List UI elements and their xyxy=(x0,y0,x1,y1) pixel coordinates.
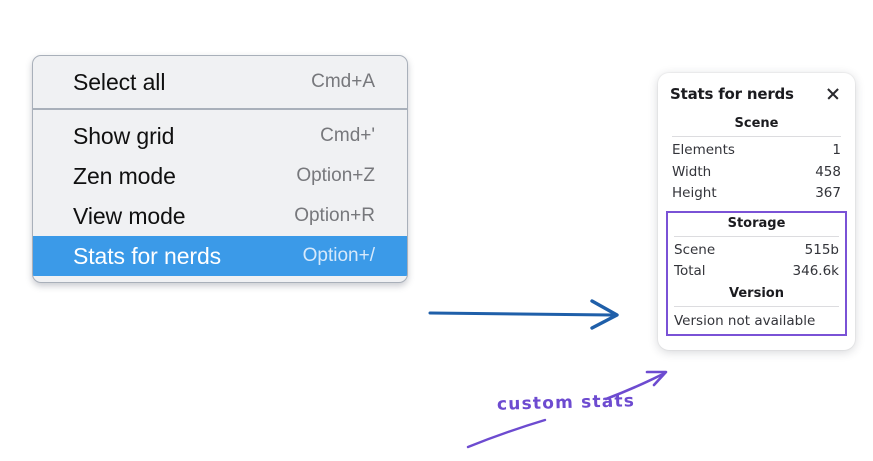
menu-item-show-grid[interactable]: Show grid Cmd+' xyxy=(33,116,407,156)
menu-item-label: View mode xyxy=(73,202,186,229)
menu-group-1: Select all Cmd+A xyxy=(33,56,407,108)
menu-group-2: Show grid Cmd+' Zen mode Option+Z View m… xyxy=(33,108,407,282)
section-title-storage: Storage xyxy=(727,215,786,231)
callout-underline-purple xyxy=(466,418,547,449)
menu-item-shortcut: Cmd+A xyxy=(311,71,375,92)
stat-row: Height 367 xyxy=(670,183,843,205)
menu-item-label: Stats for nerds xyxy=(73,242,222,269)
section-title-scene: Scene xyxy=(734,116,779,131)
stat-row: Total 346.6k xyxy=(672,261,841,283)
stats-panel-title: Stats for nerds xyxy=(670,85,794,103)
stats-for-nerds-panel: Stats for nerds Scene Elements 1 Width 4… xyxy=(658,73,855,350)
context-menu[interactable]: Select all Cmd+A Show grid Cmd+' Zen mod… xyxy=(32,55,408,283)
menu-item-shortcut: Option+/ xyxy=(302,245,375,266)
menu-item-view-mode[interactable]: View mode Option+R xyxy=(33,196,407,236)
menu-item-shortcut: Cmd+' xyxy=(320,125,375,146)
stat-row: Width 458 xyxy=(670,162,843,184)
callout-label-custom-stats: custom stats xyxy=(496,391,636,415)
stat-key: Width xyxy=(672,163,712,180)
menu-item-shortcut: Option+R xyxy=(294,205,375,226)
version-value: Version not available xyxy=(674,312,816,329)
section-divider xyxy=(672,136,841,137)
menu-item-label: Select all xyxy=(73,68,166,95)
stat-value: 1 xyxy=(832,142,841,158)
close-icon[interactable] xyxy=(825,86,841,102)
menu-item-select-all[interactable]: Select all Cmd+A xyxy=(33,62,407,102)
stat-value: 367 xyxy=(815,185,841,202)
stats-panel-header: Stats for nerds xyxy=(670,85,843,103)
menu-item-shortcut: Option+Z xyxy=(296,165,375,186)
stat-row: Elements 1 xyxy=(670,140,843,162)
stat-key: Height xyxy=(672,185,717,202)
stats-section-scene: Scene Elements 1 Width 458 Height 367 xyxy=(670,113,843,205)
custom-stats-highlight-box: Storage Scene 515b Total 346.6k Version … xyxy=(666,210,847,336)
stat-key: Scene xyxy=(674,241,716,258)
flow-arrow-blue xyxy=(428,299,619,330)
menu-item-zen-mode[interactable]: Zen mode Option+Z xyxy=(33,156,407,196)
section-divider xyxy=(674,235,839,237)
stat-key: Elements xyxy=(672,142,735,158)
stat-value: 458 xyxy=(815,163,841,180)
menu-item-stats-for-nerds[interactable]: Stats for nerds Option+/ xyxy=(33,236,407,276)
stat-key: Total xyxy=(674,263,706,280)
section-title-version: Version xyxy=(729,285,784,301)
stats-section-storage: Storage Scene 515b Total 346.6k xyxy=(672,213,841,283)
menu-item-label: Zen mode xyxy=(73,162,176,189)
menu-item-label: Show grid xyxy=(73,122,175,149)
section-divider xyxy=(674,305,839,307)
stat-value: 346.6k xyxy=(792,263,839,280)
stat-value: 515b xyxy=(804,241,839,258)
stats-section-version: Version Version not available xyxy=(672,283,841,332)
stat-row: Scene 515b xyxy=(672,240,841,262)
